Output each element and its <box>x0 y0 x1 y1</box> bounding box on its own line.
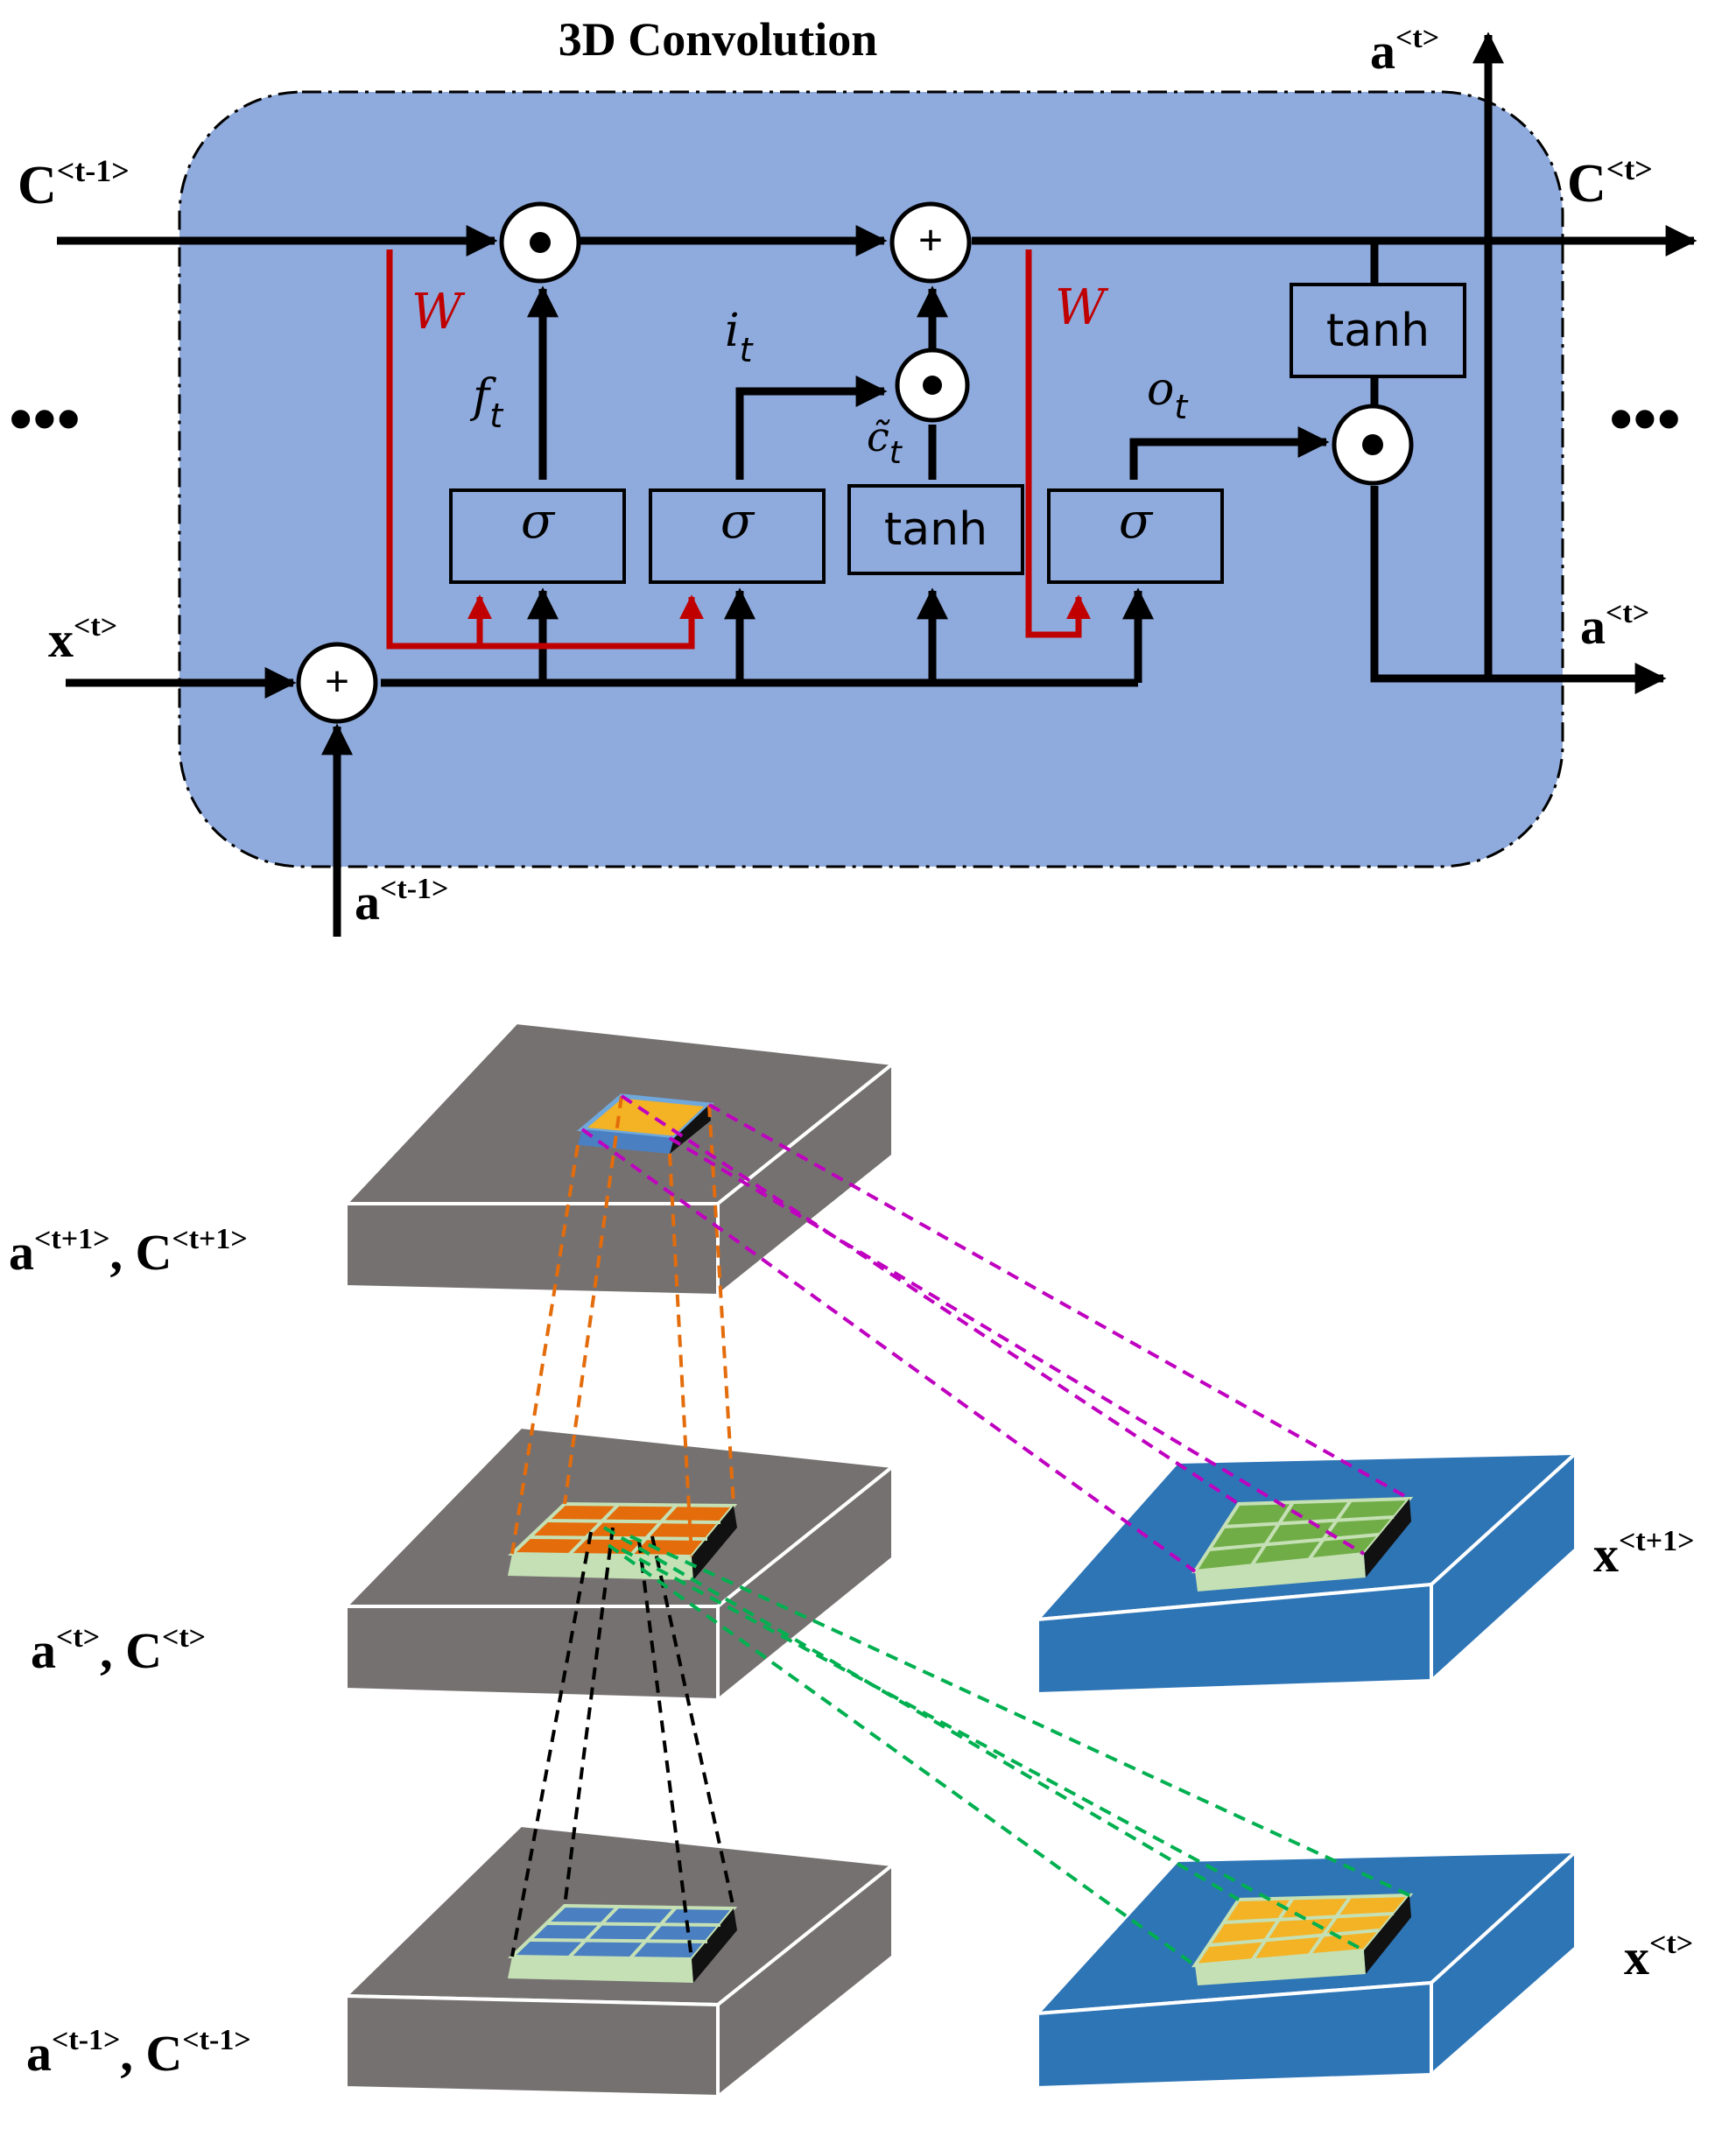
sigma-gate-1: σ <box>449 488 626 584</box>
add-op-input: + <box>296 642 378 724</box>
svg-text:σ: σ <box>1119 493 1154 550</box>
svg-text:σ: σ <box>720 493 756 550</box>
cell-background <box>178 90 1564 868</box>
ellipsis-left: ••• <box>9 381 81 457</box>
lstm-cell: 3D Convolution <box>9 13 1697 937</box>
x-label-top: x<t+1> <box>1593 1525 1694 1583</box>
ellipsis-right: ••• <box>1609 381 1681 457</box>
svg-text:x<t>: x<t> <box>48 610 117 668</box>
layer-diagram: a<t+1>, C<t+1> a<t>, C<t> a<t-1>, C<t-1>… <box>9 1020 1694 2101</box>
label-a-right: a<t> <box>1580 597 1649 655</box>
svg-text:+: + <box>325 657 350 706</box>
svg-text:C<t>: C<t> <box>1567 151 1653 214</box>
gray-block-mid <box>341 1424 898 1704</box>
cell-title: 3D Convolution <box>559 13 878 66</box>
tanh-output: tanh <box>1290 283 1466 378</box>
label-c-tilde: c̃t <box>867 413 903 471</box>
layer-label-bottom: a<t-1>, C<t-1> <box>26 2024 251 2082</box>
x-label-bottom: x<t> <box>1624 1928 1693 1985</box>
orange-dashes <box>510 1095 735 1557</box>
layer-label-mid: a<t>, C<t> <box>31 1621 206 1679</box>
svg-text:σ: σ <box>521 493 556 550</box>
label-i: it <box>725 305 755 369</box>
svg-text:tanh: tanh <box>884 503 987 556</box>
label-c-next: C<t> <box>1567 151 1653 214</box>
svg-text:a<t>: a<t> <box>1370 22 1439 80</box>
blue-block-bottom <box>1033 1847 1581 2090</box>
multiply-op-forget <box>499 201 581 284</box>
gray-block-bottom <box>341 1823 898 2101</box>
svg-text:C<t-1>: C<t-1> <box>18 153 130 215</box>
blue-block-top <box>1033 1449 1581 1697</box>
magenta-dashes <box>580 1094 1410 1573</box>
add-op-cell: + <box>889 201 972 284</box>
svg-text:a<t-1>: a<t-1> <box>355 873 448 931</box>
label-o: ot <box>1147 363 1189 426</box>
svg-text:a<t>: a<t> <box>1580 597 1649 655</box>
label-a-prev: a<t-1> <box>355 873 448 931</box>
label-f: ft <box>469 370 504 435</box>
black-dashes <box>510 1527 735 1960</box>
label-a-top: a<t> <box>1370 22 1439 80</box>
svg-text:+: + <box>918 215 944 264</box>
green-dashes <box>602 1526 1410 1967</box>
label-w1: W <box>411 284 466 341</box>
label-w2: W <box>1055 279 1109 336</box>
svg-text:tanh: tanh <box>1326 305 1430 357</box>
gray-block-top <box>341 1020 898 1300</box>
multiply-op-output <box>1332 404 1414 486</box>
tanh-gate: tanh <box>847 484 1024 575</box>
sigma-gate-3: σ <box>1047 488 1224 584</box>
sigma-gate-2: σ <box>649 488 826 584</box>
label-x-in: x<t> <box>48 610 117 668</box>
multiply-op-input <box>895 348 970 423</box>
layer-label-top: a<t+1>, C<t+1> <box>9 1223 248 1281</box>
label-c-prev: C<t-1> <box>18 153 130 215</box>
